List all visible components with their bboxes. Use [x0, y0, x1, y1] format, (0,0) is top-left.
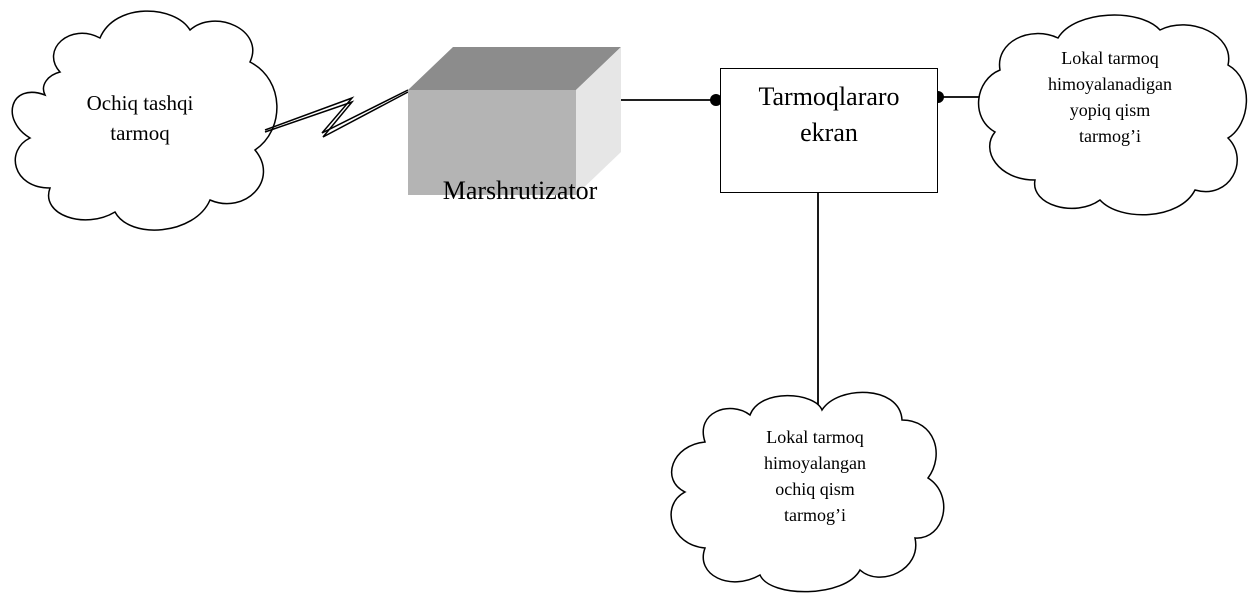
open-network-line: ochiq qism — [775, 479, 855, 500]
wan-link — [264, 91, 409, 138]
private-network-cloud — [978, 14, 1248, 216]
private-network-line: tarmog’i — [1079, 126, 1141, 147]
open-network-cloud — [670, 391, 945, 593]
private-network-line: himoyalanadigan — [1048, 74, 1172, 95]
open-network-label: Lokal tarmoq himoyalangan ochiq qism tar… — [710, 424, 920, 528]
open-network-line: tarmog’i — [784, 505, 846, 526]
external-network-cloud — [11, 10, 278, 231]
firewall-box: Tarmoqlararo ekran — [720, 68, 938, 193]
wan-link-echo — [264, 89, 409, 134]
firewall-label: Tarmoqlararo ekran — [721, 79, 937, 151]
private-network-line: yopiq qism — [1069, 100, 1151, 121]
router-label: Marshrutizator — [442, 176, 598, 205]
open-network-line: himoyalangan — [764, 453, 866, 474]
firewall-line: ekran — [800, 117, 858, 147]
router-side-face — [576, 47, 621, 195]
router-front-face — [408, 90, 576, 195]
external-network-label: Ochiq tashqi tarmoq — [40, 88, 240, 149]
external-network-line: tarmoq — [110, 121, 170, 146]
open-network-line: Lokal tarmoq — [766, 427, 864, 447]
private-network-line: Lokal tarmoq — [1061, 48, 1159, 68]
external-network-line: Ochiq tashqi — [86, 91, 194, 115]
port-dot-left — [710, 94, 722, 106]
router-top-face — [408, 47, 621, 90]
firewall-line: Tarmoqlararo — [758, 82, 900, 111]
private-network-label: Lokal tarmoq himoyalanadigan yopiq qism … — [1000, 45, 1220, 149]
